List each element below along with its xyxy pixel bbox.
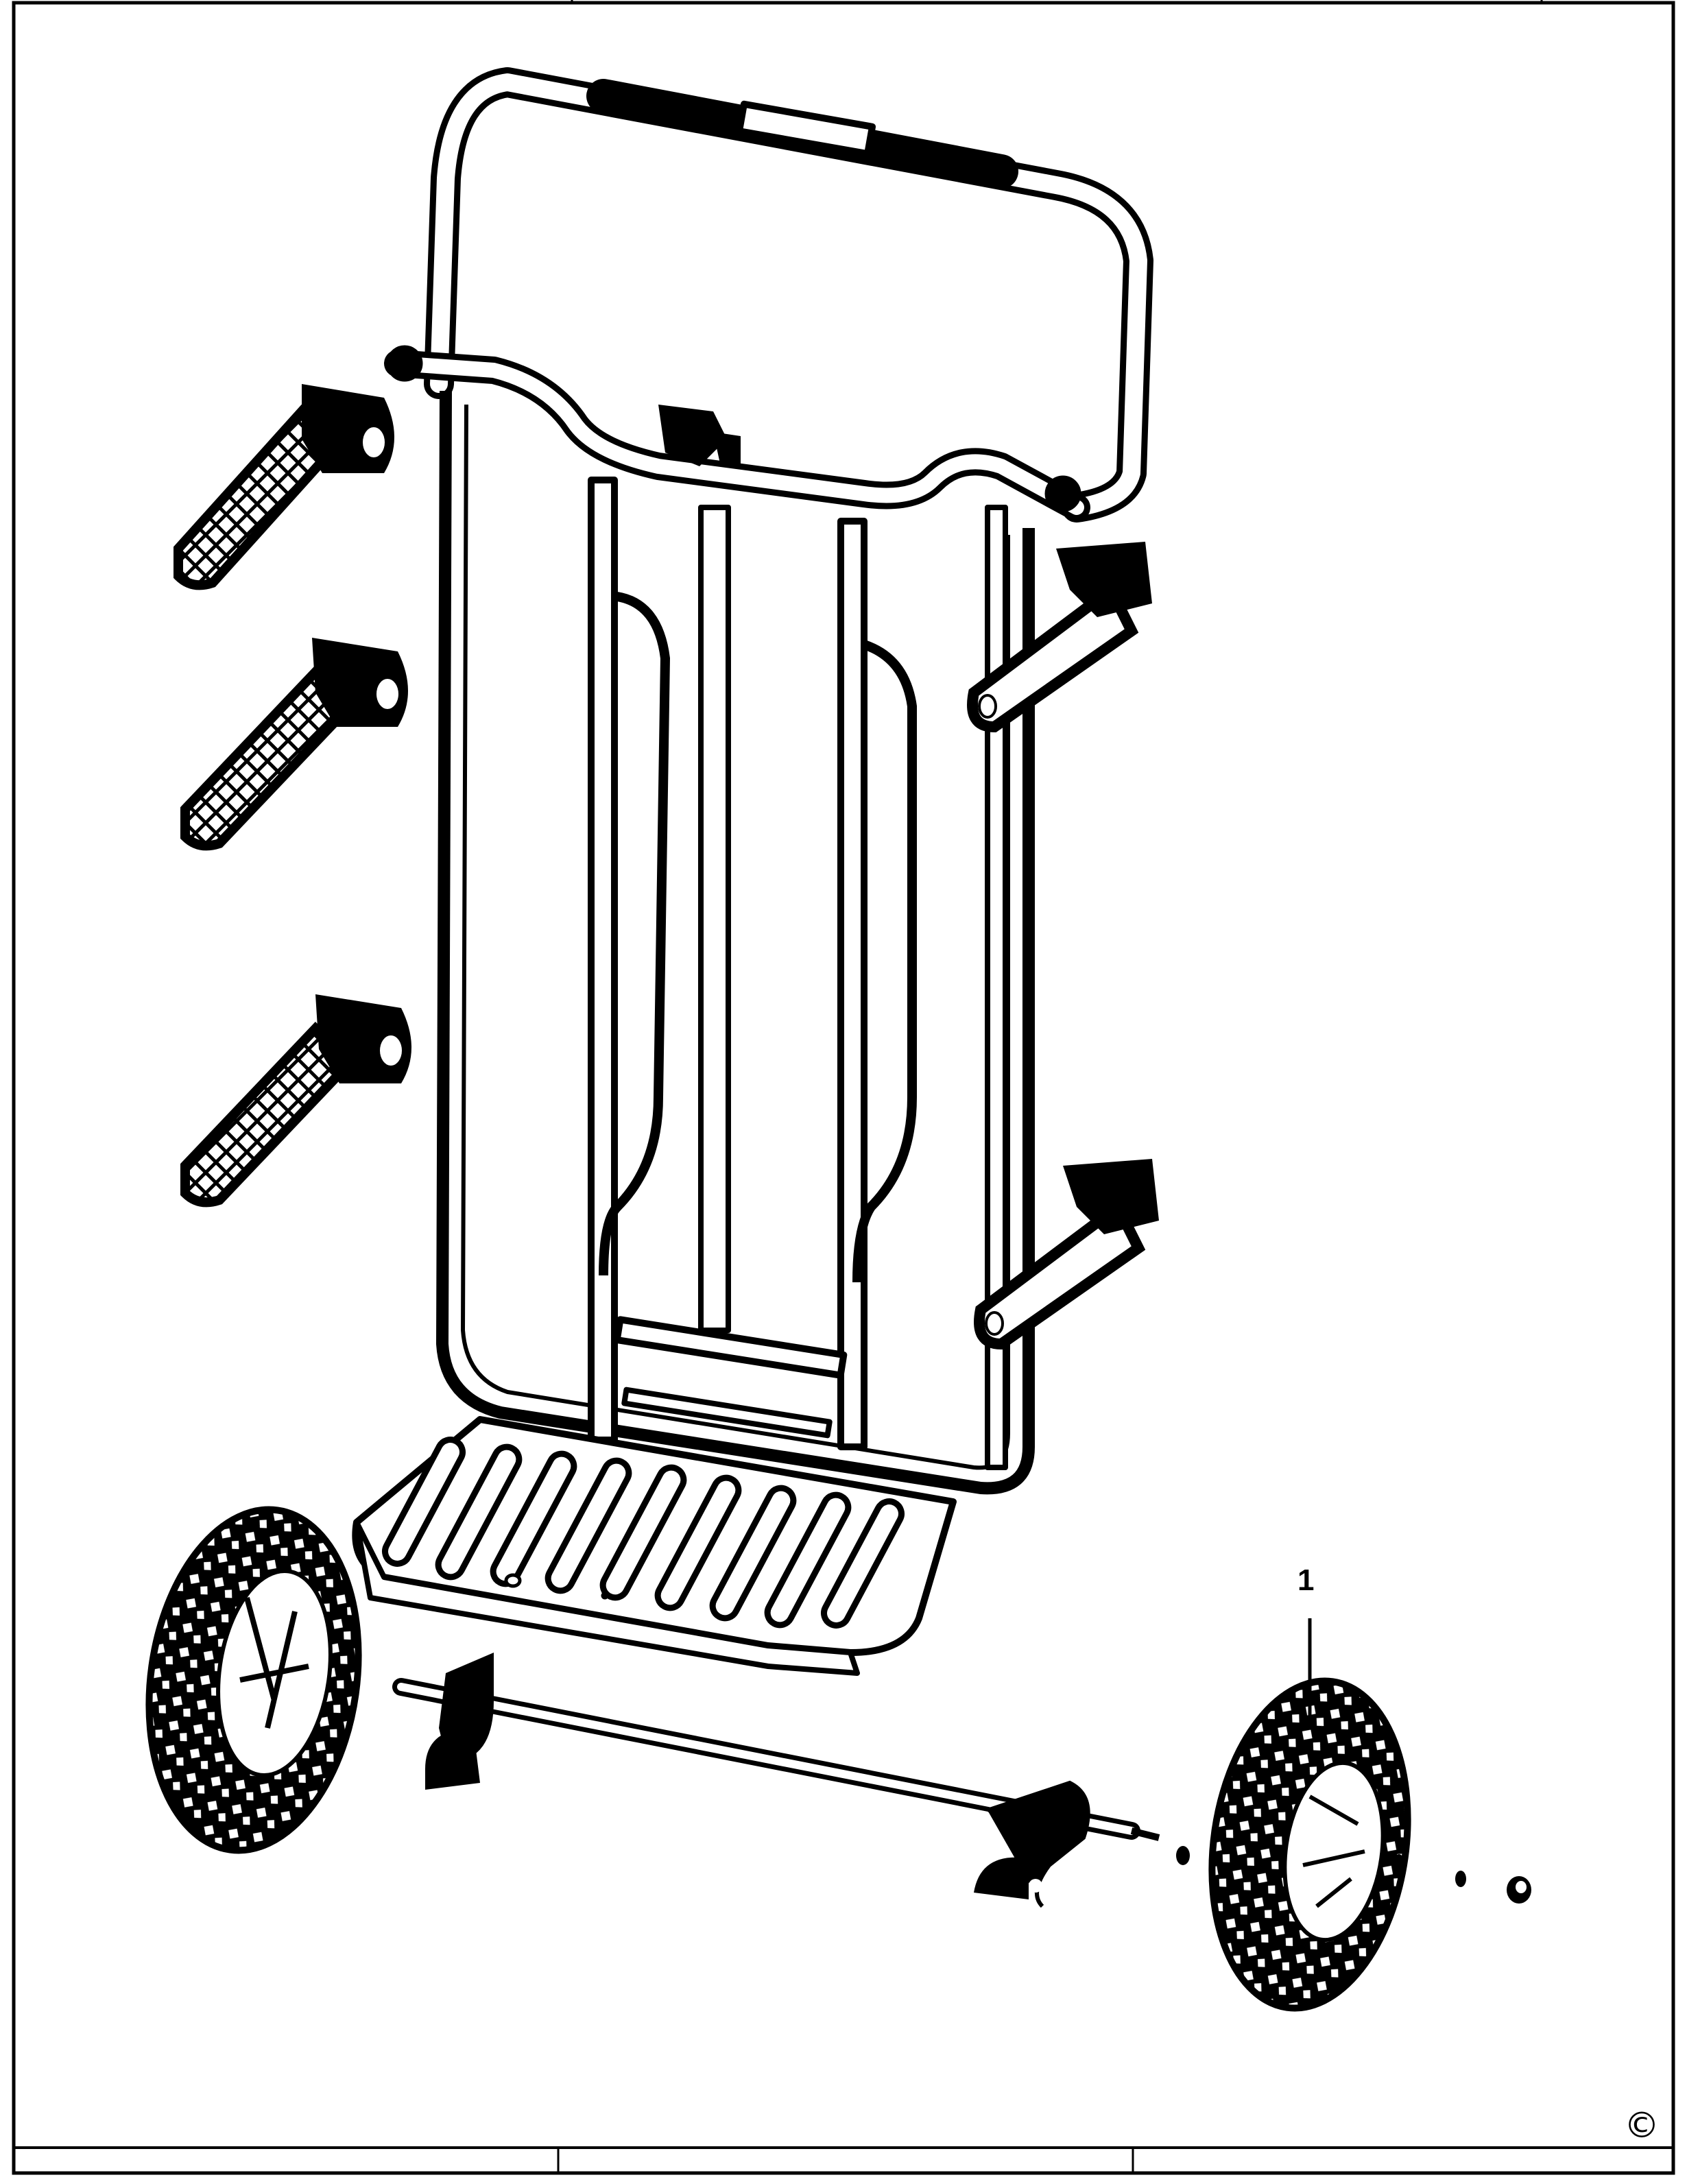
axle-assembly xyxy=(392,1653,1160,1908)
back-plate xyxy=(436,390,1035,1495)
handle-frame xyxy=(384,67,1153,523)
right-wheel xyxy=(1208,1677,1411,2012)
left-bracket-top xyxy=(174,384,394,590)
right-bracket-top xyxy=(967,542,1152,733)
hardware xyxy=(1176,1846,1531,1904)
copyright-mark: © xyxy=(1624,2105,1660,2146)
left-bracket-middle xyxy=(180,638,408,851)
left-wheel xyxy=(145,1506,362,1854)
latch-clip xyxy=(658,405,741,466)
page-border xyxy=(12,0,1675,2175)
right-bracket-bottom xyxy=(974,1159,1159,1350)
left-bracket-bottom xyxy=(180,994,411,1208)
foot-plate xyxy=(352,1416,957,1676)
callout-1-label: 1 xyxy=(1297,1563,1315,1597)
